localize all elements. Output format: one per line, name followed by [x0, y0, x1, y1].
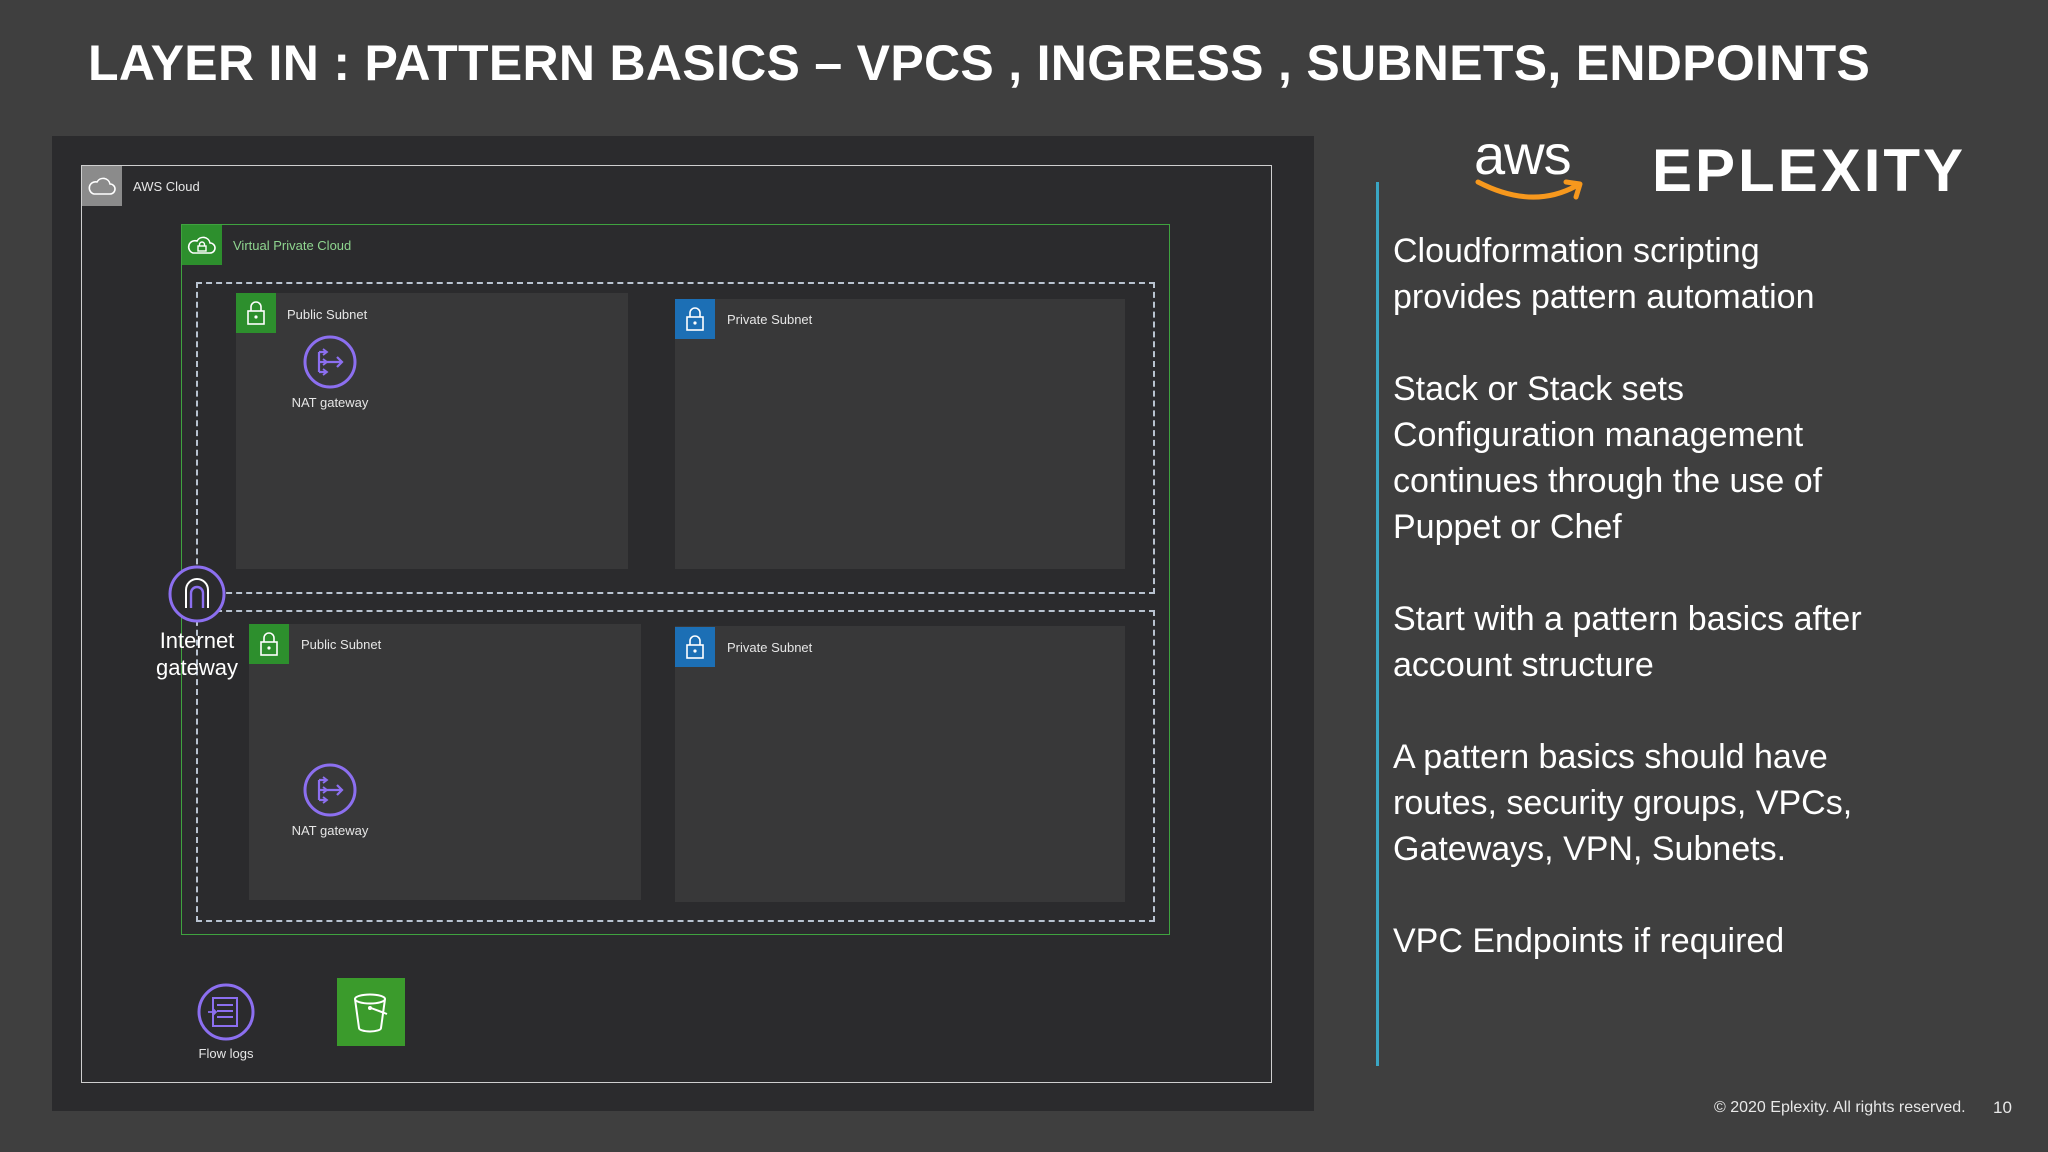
text-line: routes, security groups, VPCs, [1393, 784, 1853, 822]
private-subnet-top-label: Private Subnet [727, 312, 813, 327]
aws-cloud-label: AWS Cloud [133, 179, 200, 194]
internet-gateway-label-line1: Internet [159, 628, 235, 653]
copyright-text: © 2020 Eplexity. All rights reserved. [1714, 1099, 1966, 1116]
paragraph-start: Start with a pattern basics after accoun… [1393, 596, 2013, 688]
text-line: Start with a pattern basics after [1393, 600, 1862, 638]
text-line: account structure [1393, 646, 1654, 684]
availability-zone-bottom [196, 610, 1155, 922]
lock-icon [249, 624, 289, 664]
vpc-label: Virtual Private Cloud [233, 238, 352, 253]
text-line: A pattern basics should have [1393, 738, 1828, 776]
s3-bucket-icon [337, 978, 405, 1046]
nat-gateway-bottom-label: NAT gateway [291, 823, 369, 838]
lock-icon [675, 627, 715, 667]
private-subnet-bottom [675, 626, 1125, 902]
availability-zone-top [196, 282, 1155, 594]
flow-logs-icon [197, 983, 255, 1041]
nat-gateway-icon [303, 335, 357, 389]
text-line: provides pattern automation [1393, 278, 1815, 316]
eplexity-logo: EPLEXITY [1652, 137, 1967, 204]
vpc-icon [182, 225, 222, 265]
nat-gateway-icon [303, 763, 357, 817]
text-line: VPC Endpoints if required [1393, 922, 1785, 960]
text-line: continues through the use of [1393, 462, 1823, 500]
lock-icon [236, 293, 276, 333]
paragraph-automation: Cloudformation scripting provides patter… [1393, 228, 2013, 320]
aws-logo-text: aws [1474, 123, 1572, 186]
slide-title: LAYER IN : PATTERN BASICS – VPCS , INGRE… [88, 35, 1871, 91]
public-subnet-top-label: Public Subnet [287, 307, 368, 322]
flow-logs-label: Flow logs [198, 1046, 254, 1061]
text-line: Configuration management [1393, 416, 1804, 454]
internet-gateway-icon [168, 565, 226, 623]
text-line: Puppet or Chef [1393, 508, 1622, 546]
page-number: 10 [1993, 1098, 2012, 1117]
lock-icon [675, 299, 715, 339]
paragraph-endpoints: VPC Endpoints if required [1393, 918, 2013, 964]
paragraph-pattern-basics: A pattern basics should have routes, sec… [1393, 734, 2013, 872]
cloud-icon [82, 166, 122, 206]
text-line: Cloudformation scripting [1393, 232, 1760, 270]
paragraph-stacks: Stack or Stack sets Configuration manage… [1393, 366, 2013, 550]
aws-cloud-group [81, 165, 1272, 1083]
divider-line [1376, 182, 1379, 1066]
private-subnet-bottom-label: Private Subnet [727, 640, 813, 655]
text-line: Gateways, VPN, Subnets. [1393, 830, 1787, 868]
private-subnet-top [675, 299, 1125, 569]
public-subnet-bottom-label: Public Subnet [301, 637, 382, 652]
text-panel: Cloudformation scripting provides patter… [1393, 228, 2013, 1010]
text-line: Stack or Stack sets [1393, 370, 1684, 408]
public-subnet-top [236, 293, 628, 569]
internet-gateway-label-line2: gateway [156, 655, 238, 680]
public-subnet-bottom [249, 624, 641, 900]
aws-smile-icon [1475, 179, 1583, 200]
nat-gateway-top-label: NAT gateway [291, 395, 369, 410]
